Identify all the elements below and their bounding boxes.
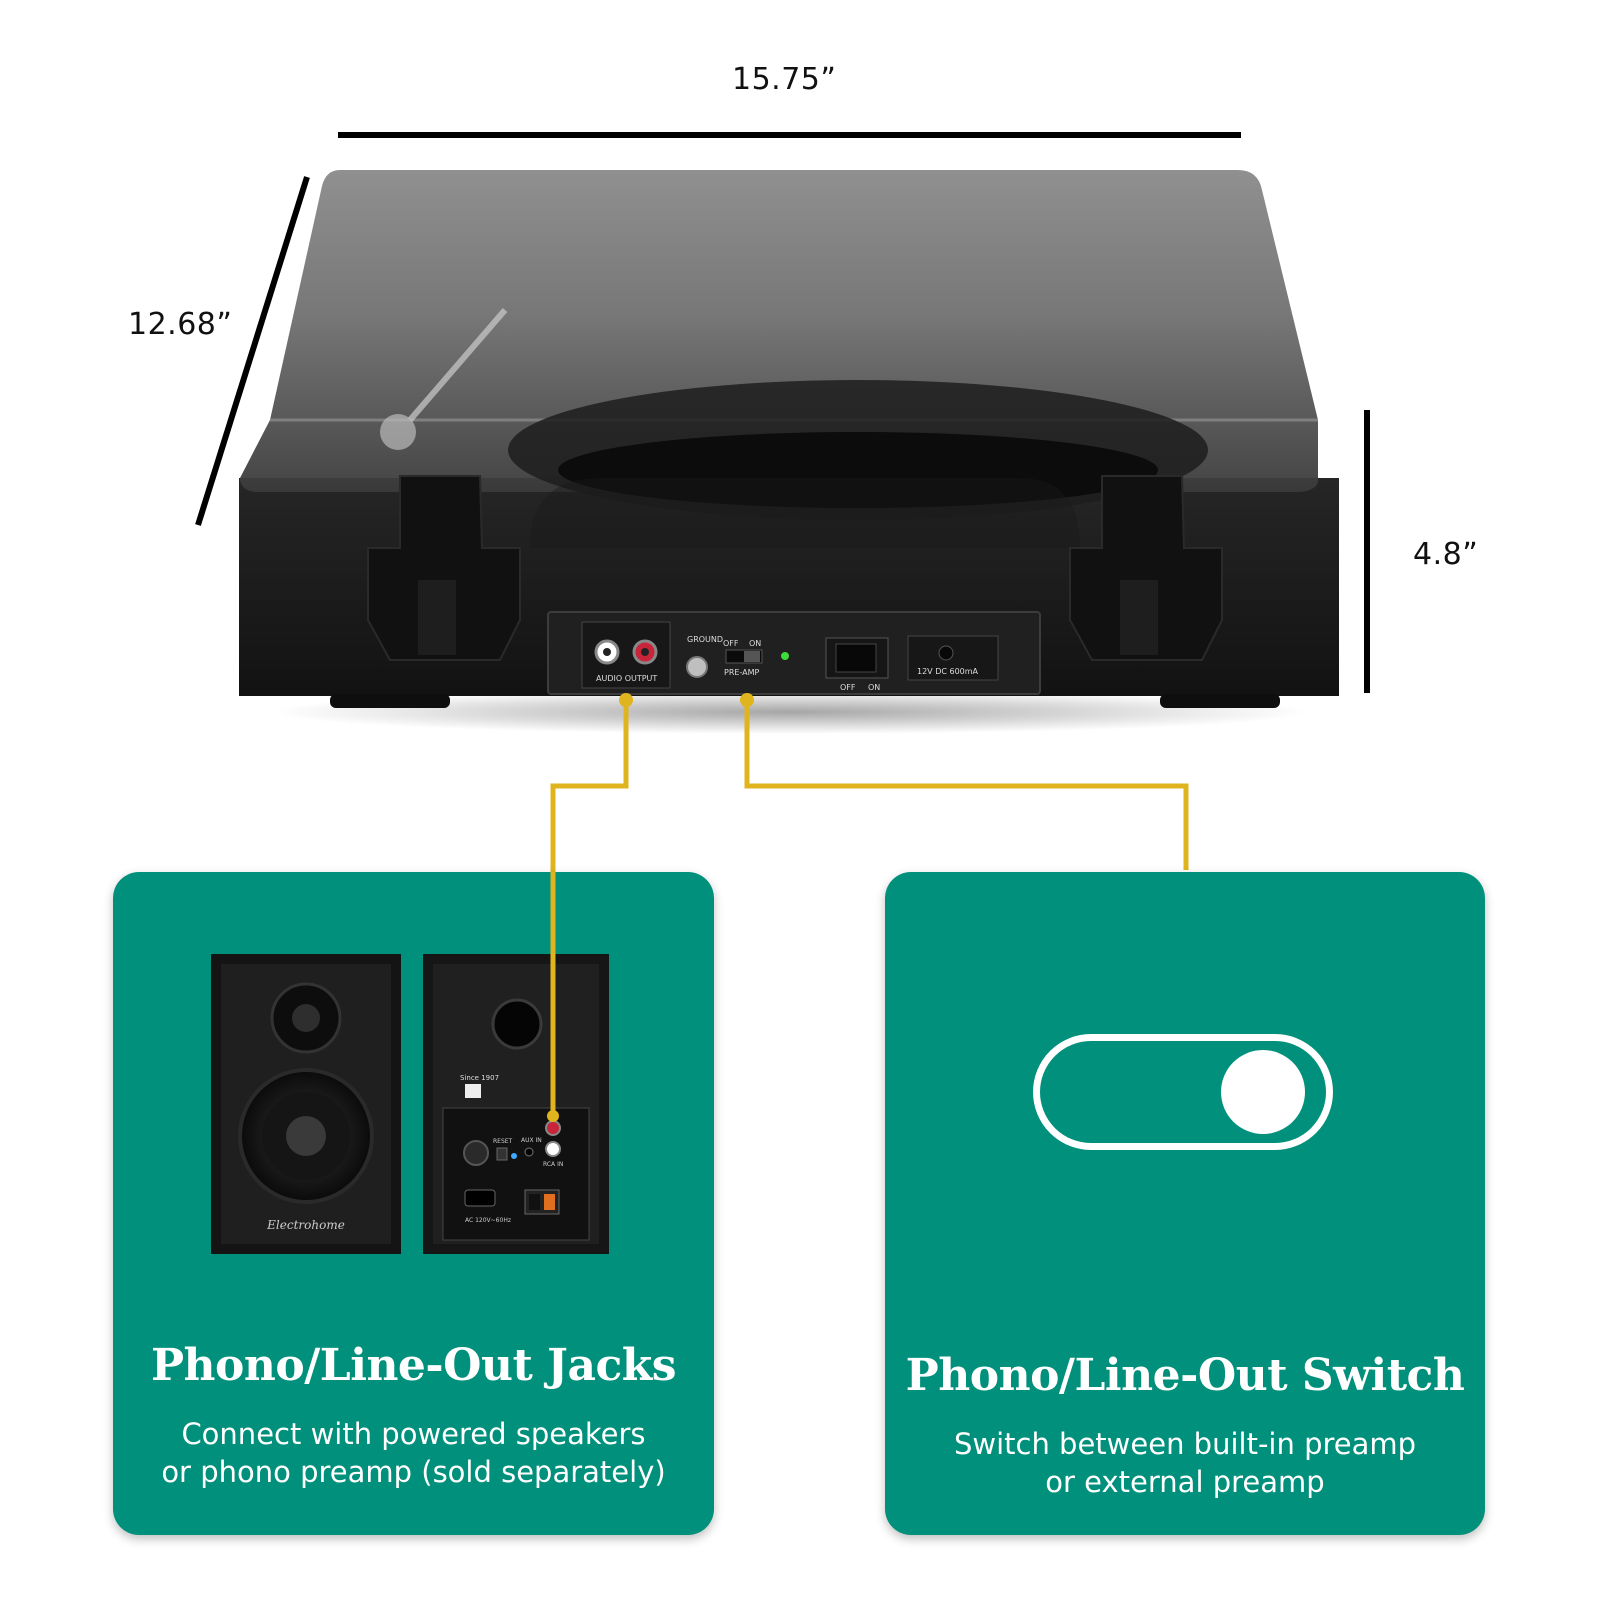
power-rocker-switch [835, 643, 877, 673]
power-led [781, 652, 789, 660]
card-desc-jacks-line1: Connect with powered speakers [181, 1417, 646, 1451]
rca-in-white [545, 1141, 561, 1157]
ground-terminal [686, 656, 708, 678]
rca-in-red [545, 1120, 561, 1136]
power-on-label: ON [868, 683, 880, 692]
width-dimension-label: 15.75” [732, 62, 837, 97]
rear-io-panel: AUDIO OUTPUT GROUND OFF ON PRE-AMP OFF O… [547, 611, 1041, 695]
card-title-jacks: Phono/Line-Out Jacks [150, 1340, 677, 1391]
turntable: AUDIO OUTPUT GROUND OFF ON PRE-AMP OFF O… [239, 170, 1339, 708]
power-off-label: OFF [840, 683, 856, 692]
depth-dimension-line [195, 176, 310, 526]
speaker-rear: Since 1907 RESET AUX IN RCA IN AC 120V~6… [423, 954, 609, 1254]
ac-inlet [464, 1189, 496, 1207]
dc-power-jack [938, 645, 954, 661]
card-desc-jacks-line2: or phono preamp (sold separately) [161, 1455, 666, 1489]
rca-in-label: RCA IN [543, 1161, 563, 1168]
card-desc-jacks: Connect with powered speakers or phono p… [113, 1415, 714, 1491]
audio-output-label: AUDIO OUTPUT [596, 674, 657, 683]
ground-label: GROUND [687, 635, 723, 644]
volume-knob [463, 1140, 489, 1166]
depth-dimension-label: 12.68” [128, 307, 233, 342]
preamp-toggle-switch[interactable] [1033, 1034, 1333, 1150]
card-title-switch: Phono/Line-Out Switch [905, 1350, 1465, 1401]
left-hinge [367, 475, 521, 661]
right-hinge [1069, 475, 1223, 661]
aux-in-label: AUX IN [521, 1137, 542, 1144]
connector-line-switch [744, 700, 1189, 870]
toggle-knob [1221, 1050, 1305, 1134]
preamp-on-label: ON [749, 639, 761, 648]
speakers-illustration: Electrohome Since 1907 RESET AUX IN RCA … [211, 872, 609, 1254]
width-dimension-line [338, 132, 1241, 138]
reset-label: RESET [493, 1138, 513, 1145]
height-dimension-line [1364, 410, 1370, 693]
speaker-since: Since 1907 [460, 1074, 499, 1082]
height-dimension-label: 4.8” [1413, 537, 1479, 572]
preamp-off-label: OFF [723, 639, 739, 648]
bass-port [491, 998, 543, 1050]
preamp-label: PRE-AMP [724, 668, 760, 677]
card-desc-switch-line2: or external preamp [1045, 1465, 1325, 1499]
power-spec-label: 12V DC 600mA [917, 667, 979, 676]
phono-line-out-switch-card: Phono/Line-Out Switch Switch between bui… [885, 872, 1485, 1535]
speaker-front: Electrohome [211, 954, 401, 1254]
card-desc-switch-line1: Switch between built-in preamp [953, 1427, 1417, 1461]
card-desc-switch: Switch between built-in preamp or extern… [885, 1425, 1485, 1501]
phono-line-out-jacks-card: Electrohome Since 1907 RESET AUX IN RCA … [113, 872, 714, 1535]
speaker-brand: Electrohome [266, 1218, 345, 1232]
ac-label: AC 120V~60Hz [465, 1217, 511, 1224]
